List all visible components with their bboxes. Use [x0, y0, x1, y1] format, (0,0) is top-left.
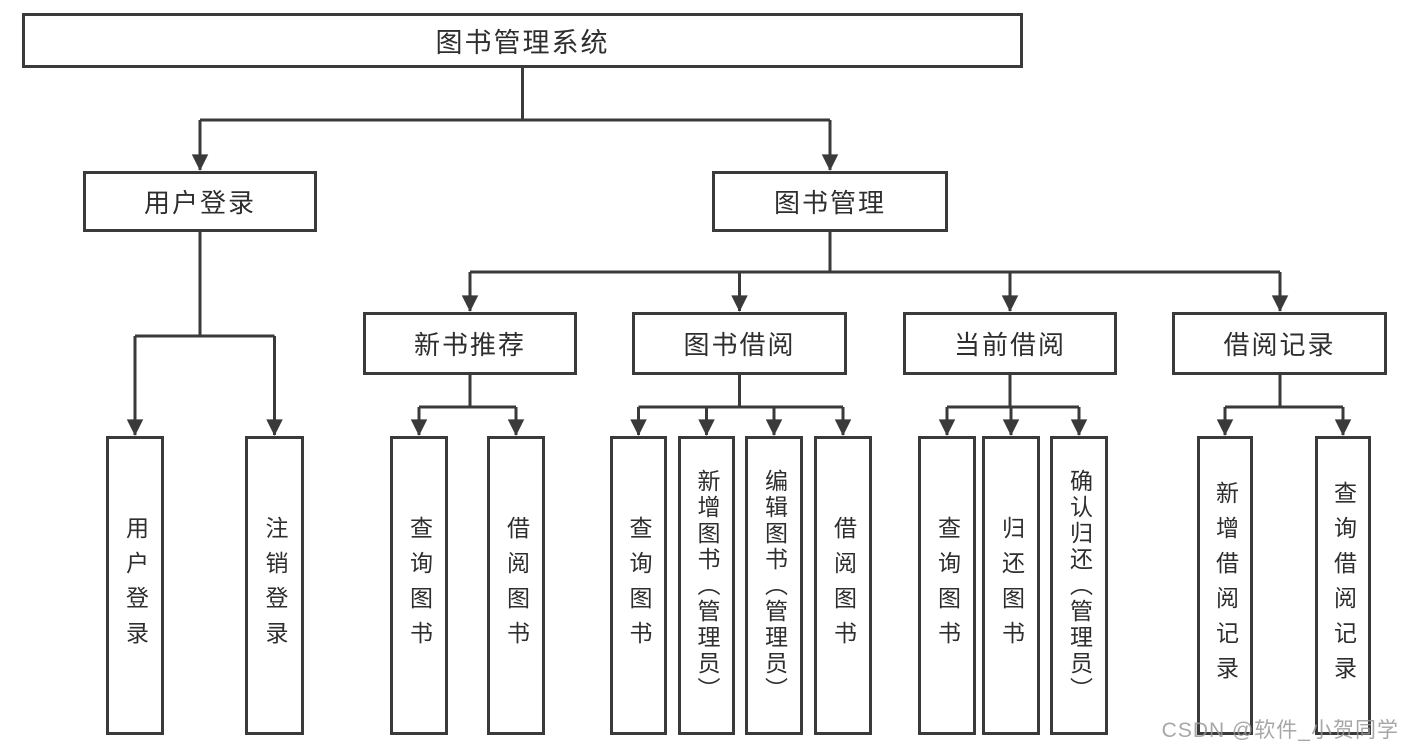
- node-leaf-bb-borrow-books: 借阅图书: [814, 436, 872, 735]
- node-leaf-br-query-record-label: 查询借阅记录: [1330, 480, 1357, 691]
- node-leaf-logout: 注销登录: [245, 436, 304, 735]
- node-leaf-br-add-record-label: 新增借阅记录: [1212, 480, 1239, 691]
- node-current-borrow: 当前借阅: [903, 312, 1117, 375]
- node-leaf-cb-confirm-return-admin: 确认归还（管理员）: [1050, 436, 1108, 735]
- node-leaf-logout-label: 注销登录: [262, 515, 288, 656]
- node-leaf-br-add-record: 新增借阅记录: [1197, 436, 1253, 735]
- node-leaf-user-login: 用户登录: [106, 436, 164, 735]
- node-leaf-nbr-query-books: 查询图书: [390, 436, 448, 735]
- node-new-book-recommend: 新书推荐: [363, 312, 577, 375]
- node-root: 图书管理系统: [22, 13, 1023, 68]
- node-leaf-cb-return-books: 归还图书: [982, 436, 1040, 735]
- node-book-borrow-label: 图书借阅: [683, 330, 796, 360]
- node-leaf-br-query-record: 查询借阅记录: [1315, 436, 1371, 735]
- node-borrow-records-label: 借阅记录: [1223, 330, 1336, 360]
- node-book-management: 图书管理: [712, 171, 948, 232]
- node-root-label: 图书管理系统: [435, 28, 610, 58]
- node-user-login-label: 用户登录: [143, 188, 256, 218]
- node-leaf-bb-add-books-admin-label: 新增图书（管理员）: [694, 468, 720, 703]
- node-leaf-cb-confirm-return-admin-label: 确认归还（管理员）: [1066, 468, 1093, 703]
- node-current-borrow-label: 当前借阅: [953, 330, 1066, 360]
- node-leaf-cb-return-books-label: 归还图书: [998, 515, 1025, 656]
- node-leaf-nbr-borrow-books: 借阅图书: [487, 436, 545, 735]
- node-leaf-bb-add-books-admin: 新增图书（管理员）: [678, 436, 735, 735]
- node-leaf-nbr-query-books-label: 查询图书: [406, 515, 433, 656]
- node-leaf-cb-query-books: 查询图书: [918, 436, 976, 735]
- node-leaf-bb-borrow-books-label: 借阅图书: [830, 515, 857, 656]
- node-leaf-bb-query-books: 查询图书: [610, 436, 667, 735]
- node-book-management-label: 图书管理: [773, 188, 886, 218]
- node-leaf-cb-query-books-label: 查询图书: [934, 515, 961, 656]
- node-leaf-bb-query-books-label: 查询图书: [626, 515, 652, 656]
- node-book-borrow: 图书借阅: [632, 312, 847, 375]
- node-borrow-records: 借阅记录: [1172, 312, 1387, 375]
- node-leaf-bb-edit-books-admin-label: 编辑图书（管理员）: [761, 468, 788, 703]
- node-leaf-bb-edit-books-admin: 编辑图书（管理员）: [745, 436, 803, 735]
- node-leaf-user-login-label: 用户登录: [122, 515, 149, 656]
- node-user-login: 用户登录: [83, 171, 317, 232]
- node-new-book-recommend-label: 新书推荐: [413, 330, 526, 360]
- node-leaf-nbr-borrow-books-label: 借阅图书: [503, 515, 530, 656]
- csdn-watermark: CSDN @软件_小贺同学: [1161, 719, 1399, 742]
